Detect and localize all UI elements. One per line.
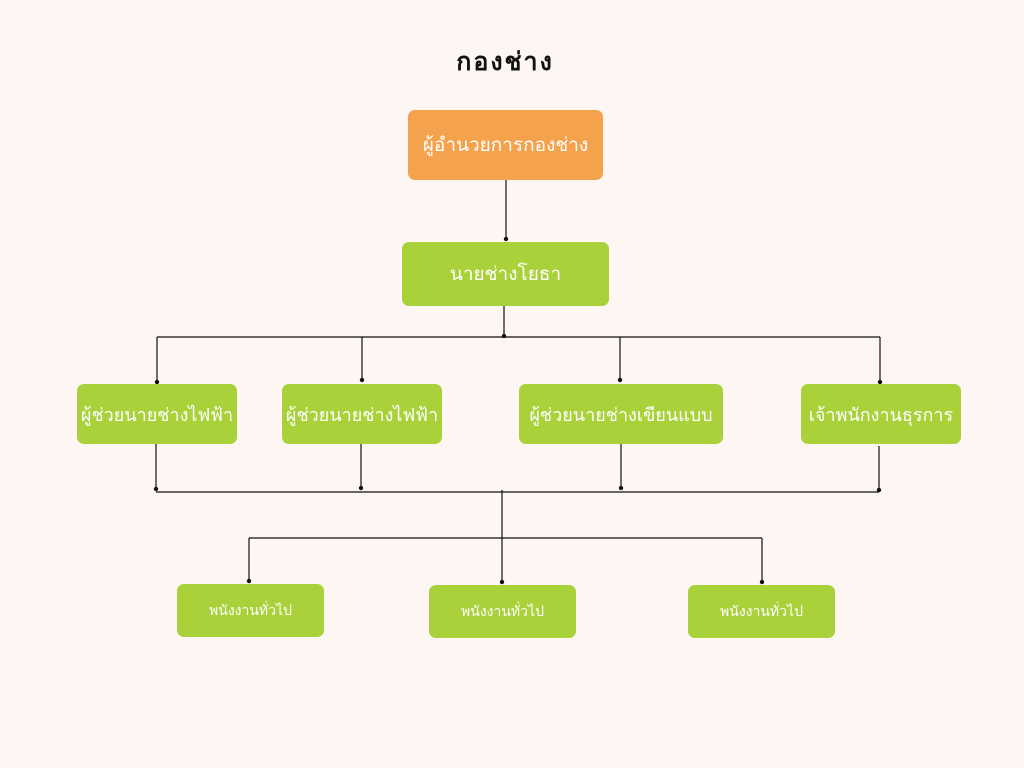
node-assistant-4: เจ้าพนักงานธุรการ — [801, 384, 961, 444]
node-head: ผู้อำนวยการกองช่าง — [408, 110, 603, 180]
node-assistant-2-label: ผู้ช่วยนายช่างไฟฟ้า — [285, 404, 439, 426]
node-engineer-label: นายช่างโยธา — [449, 263, 562, 285]
node-staff-3-label: พนังงานทั่วไป — [720, 603, 803, 620]
node-staff-1-label: พนังงานทั่วไป — [209, 602, 292, 619]
node-head-label: ผู้อำนวยการกองช่าง — [422, 134, 589, 156]
node-assistant-4-label: เจ้าพนักงานธุรการ — [808, 404, 954, 426]
node-staff-2-label: พนังงานทั่วไป — [461, 603, 544, 620]
node-assistant-2: ผู้ช่วยนายช่างไฟฟ้า — [282, 384, 442, 444]
node-staff-1: พนังงานทั่วไป — [177, 584, 324, 637]
node-staff-2: พนังงานทั่วไป — [429, 585, 576, 638]
node-assistant-1-label: ผู้ช่วยนายช่างไฟฟ้า — [80, 404, 234, 426]
node-assistant-3-label: ผู้ช่วยนายช่างเขียนแบบ — [529, 404, 713, 426]
node-staff-3: พนังงานทั่วไป — [688, 585, 835, 638]
chart-title: กองช่าง — [456, 47, 554, 76]
node-engineer: นายช่างโยธา — [402, 242, 609, 306]
node-assistant-1: ผู้ช่วยนายช่างไฟฟ้า — [77, 384, 237, 444]
node-assistant-3: ผู้ช่วยนายช่างเขียนแบบ — [519, 384, 723, 444]
